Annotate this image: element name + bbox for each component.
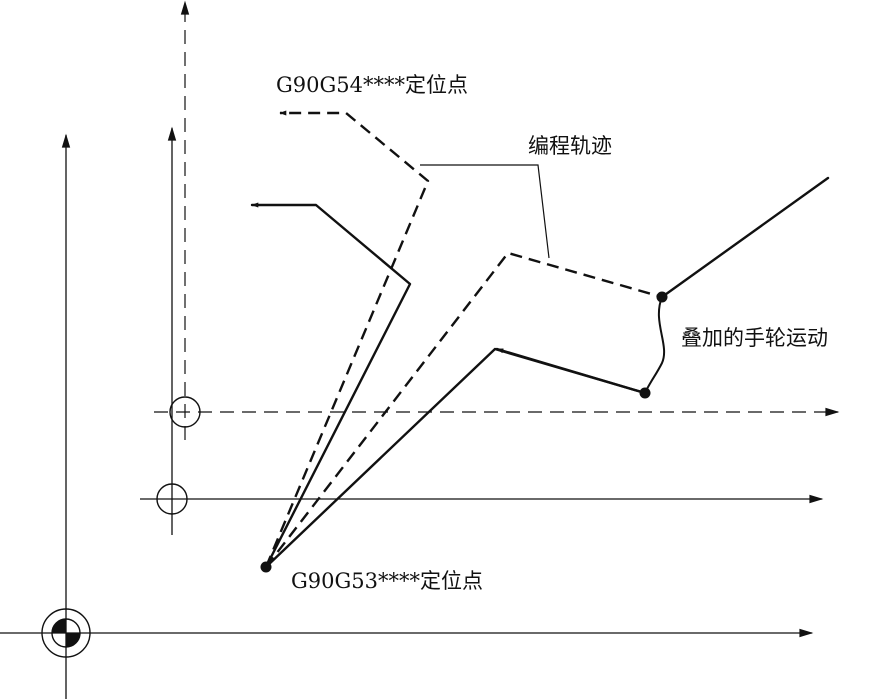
dashed-origin-icon bbox=[169, 396, 201, 428]
programmed-path-leader bbox=[420, 164, 550, 259]
programmed-path-lower bbox=[265, 251, 663, 568]
actual-path-lower bbox=[264, 347, 647, 569]
machine-origin-icon bbox=[41, 608, 91, 658]
g54-point-label: G90G54****定位点 bbox=[276, 73, 468, 97]
dashed-work-axes bbox=[154, 0, 840, 440]
incoming-path bbox=[660, 176, 830, 299]
path-end-dot-lower bbox=[639, 387, 651, 399]
g53-point-label: G90G53****定位点 bbox=[291, 569, 483, 593]
handwheel-curve bbox=[644, 296, 666, 394]
machine-axes bbox=[0, 133, 814, 699]
programmed-path-upper bbox=[264, 110, 430, 568]
solid-work-axes bbox=[140, 126, 824, 535]
programmed-paths bbox=[264, 110, 663, 568]
key-points bbox=[260, 291, 668, 573]
actual-paths bbox=[250, 176, 830, 569]
g53-point-dot bbox=[260, 561, 272, 573]
handwheel-motion-label: 叠加的手轮运动 bbox=[681, 326, 828, 350]
actual-path-upper bbox=[250, 202, 412, 569]
path-end-dot-upper bbox=[656, 291, 668, 303]
actual-path-lower-arrow bbox=[495, 347, 647, 395]
solid-origin-icon bbox=[156, 483, 188, 515]
programmed-path-label: 编程轨迹 bbox=[528, 134, 612, 158]
